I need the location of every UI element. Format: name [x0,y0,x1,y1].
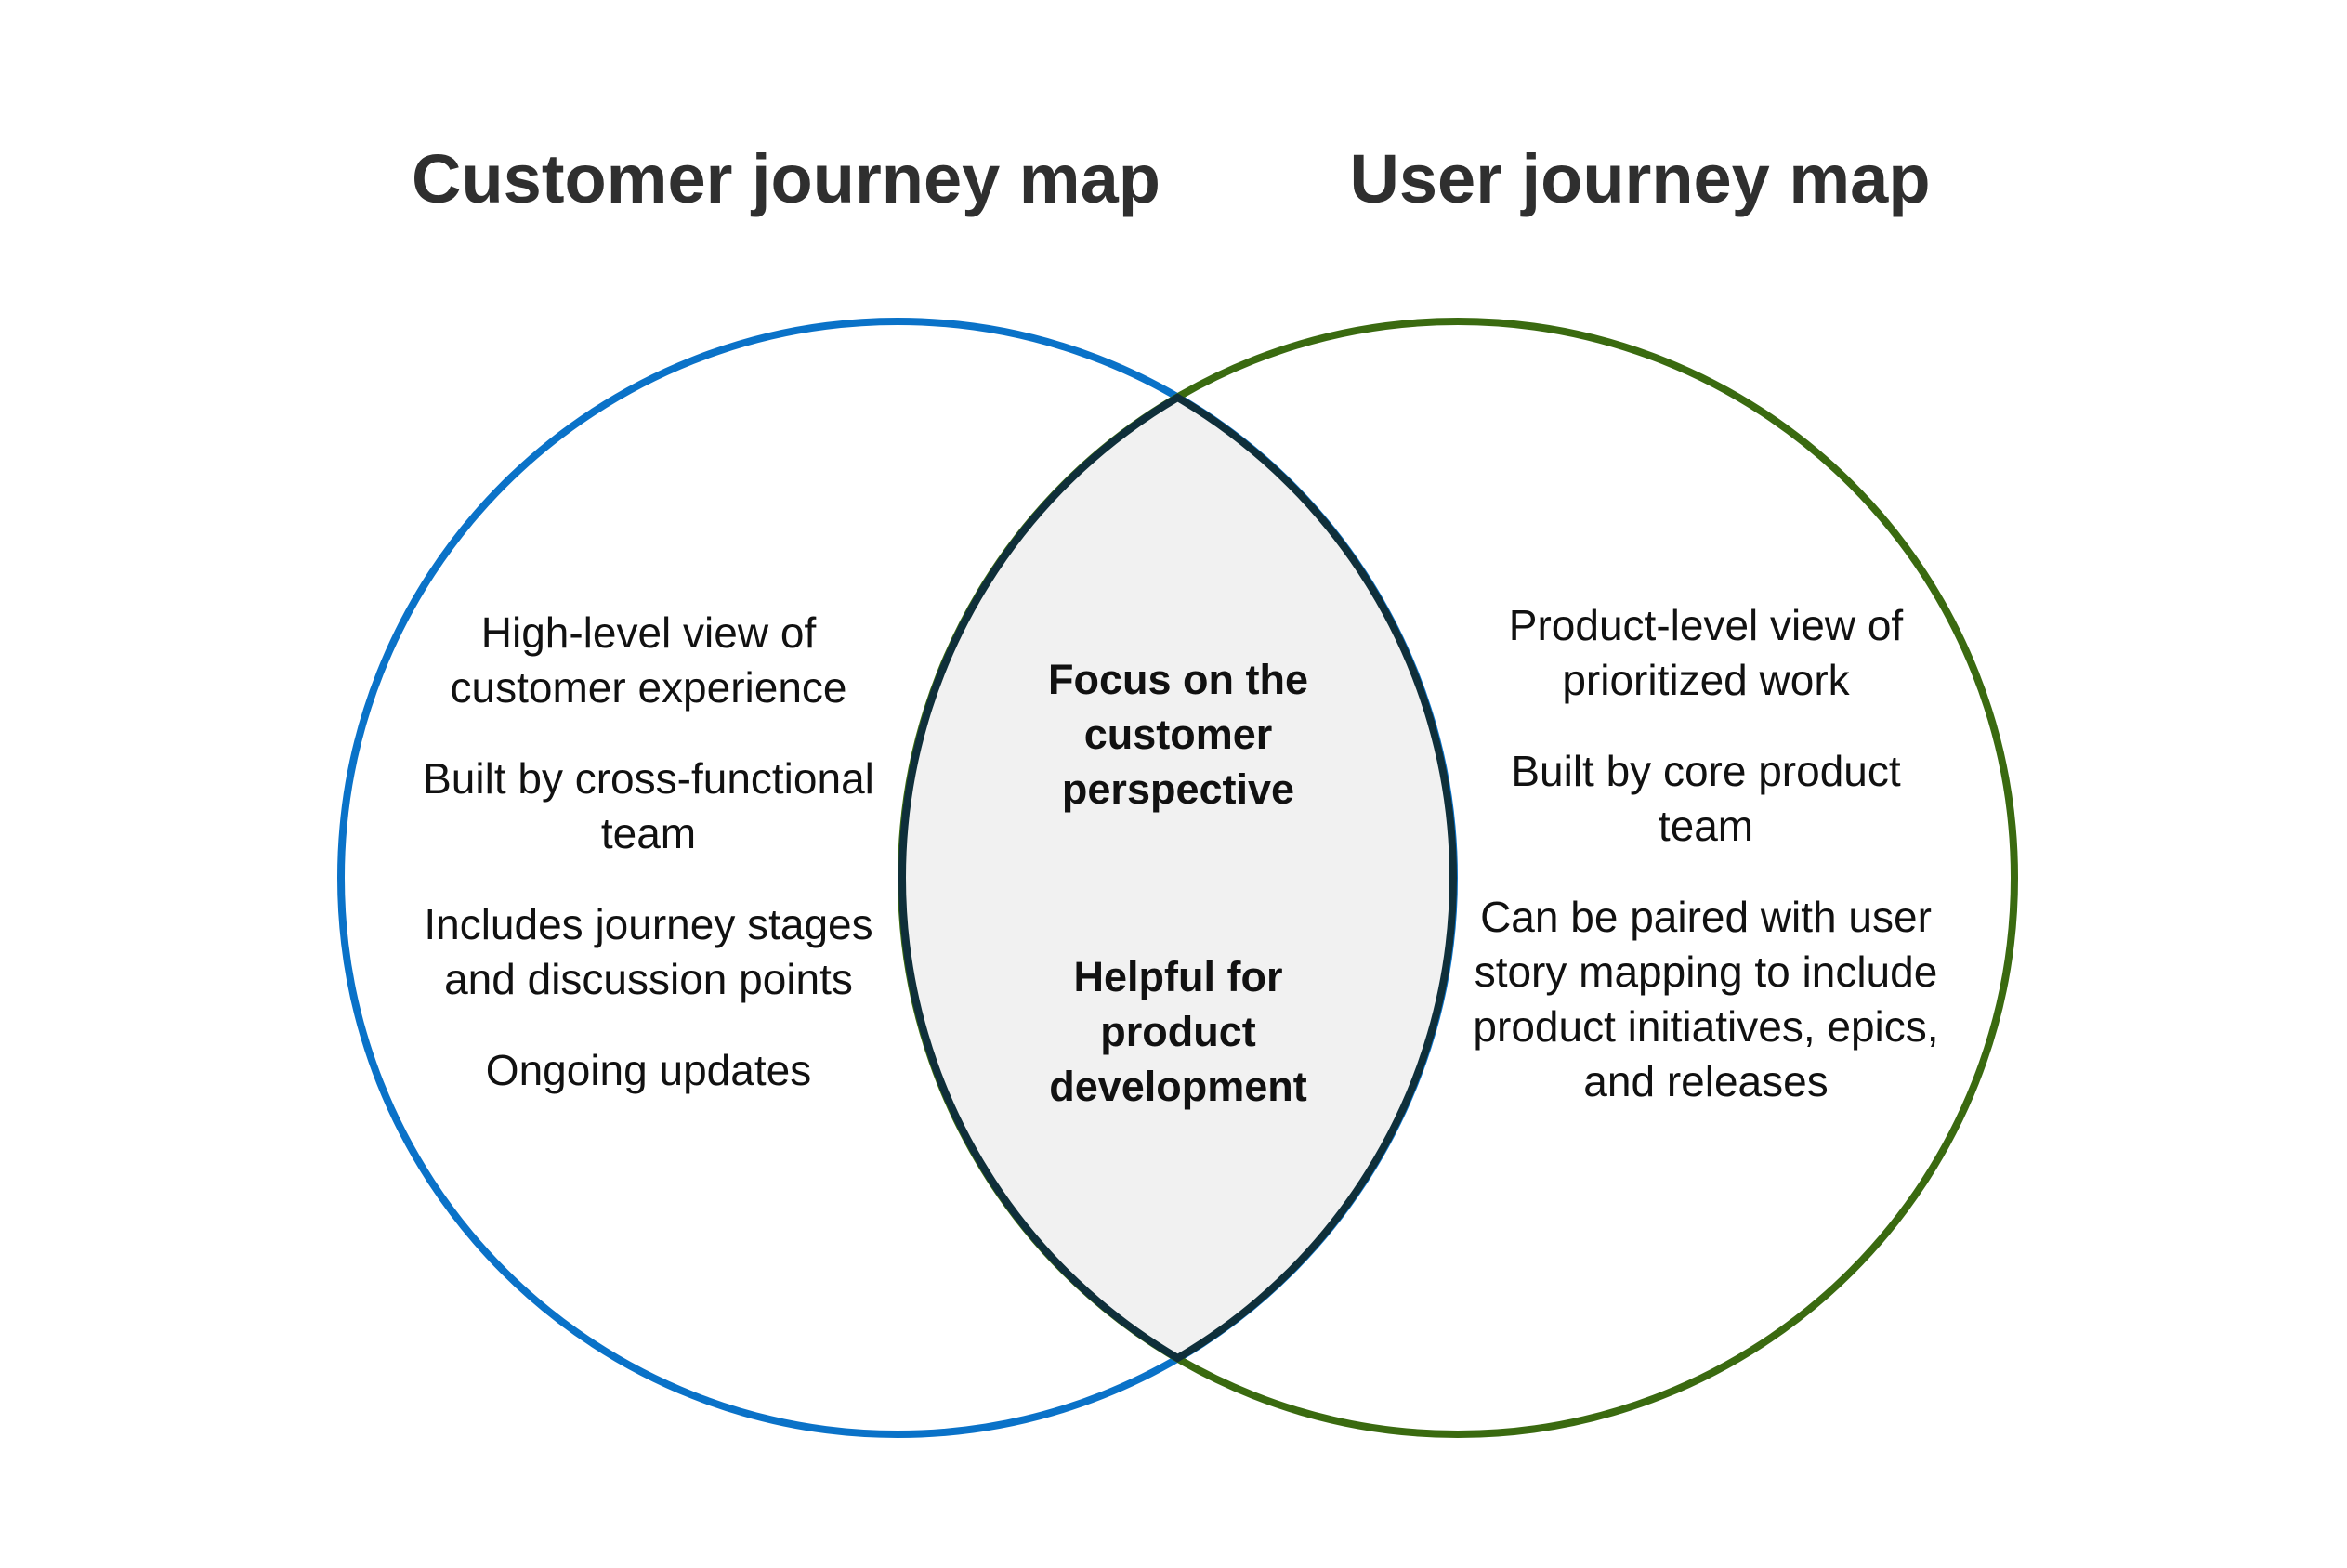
overlap-outline [898,393,1457,1363]
overlap-items: Focus on the customer perspective Helpfu… [1011,652,1345,1150]
overlap-item: Focus on the customer perspective [1048,656,1308,813]
right-set-items: Product-level view of prioritized work B… [1464,598,1947,1145]
right-set-title: User journey map [1349,140,1931,217]
right-item: Product-level view of prioritized work [1508,601,1904,704]
left-set-items: High-level view of customer experience B… [407,606,890,1134]
left-set-title: Customer journey map [412,140,1160,217]
overlap-fill [901,321,1454,1434]
right-item: Built by core product team [1511,747,1901,850]
right-item: Can be paired with user story mapping to… [1473,893,1939,1105]
left-item: Built by cross-functional team [423,754,874,857]
left-item: High-level view of customer experience [450,608,847,712]
left-item: Includes journey stages and discussion p… [424,900,873,1003]
overlap-item: Helpful for product development [1049,953,1307,1110]
left-item: Ongoing updates [485,1046,812,1094]
